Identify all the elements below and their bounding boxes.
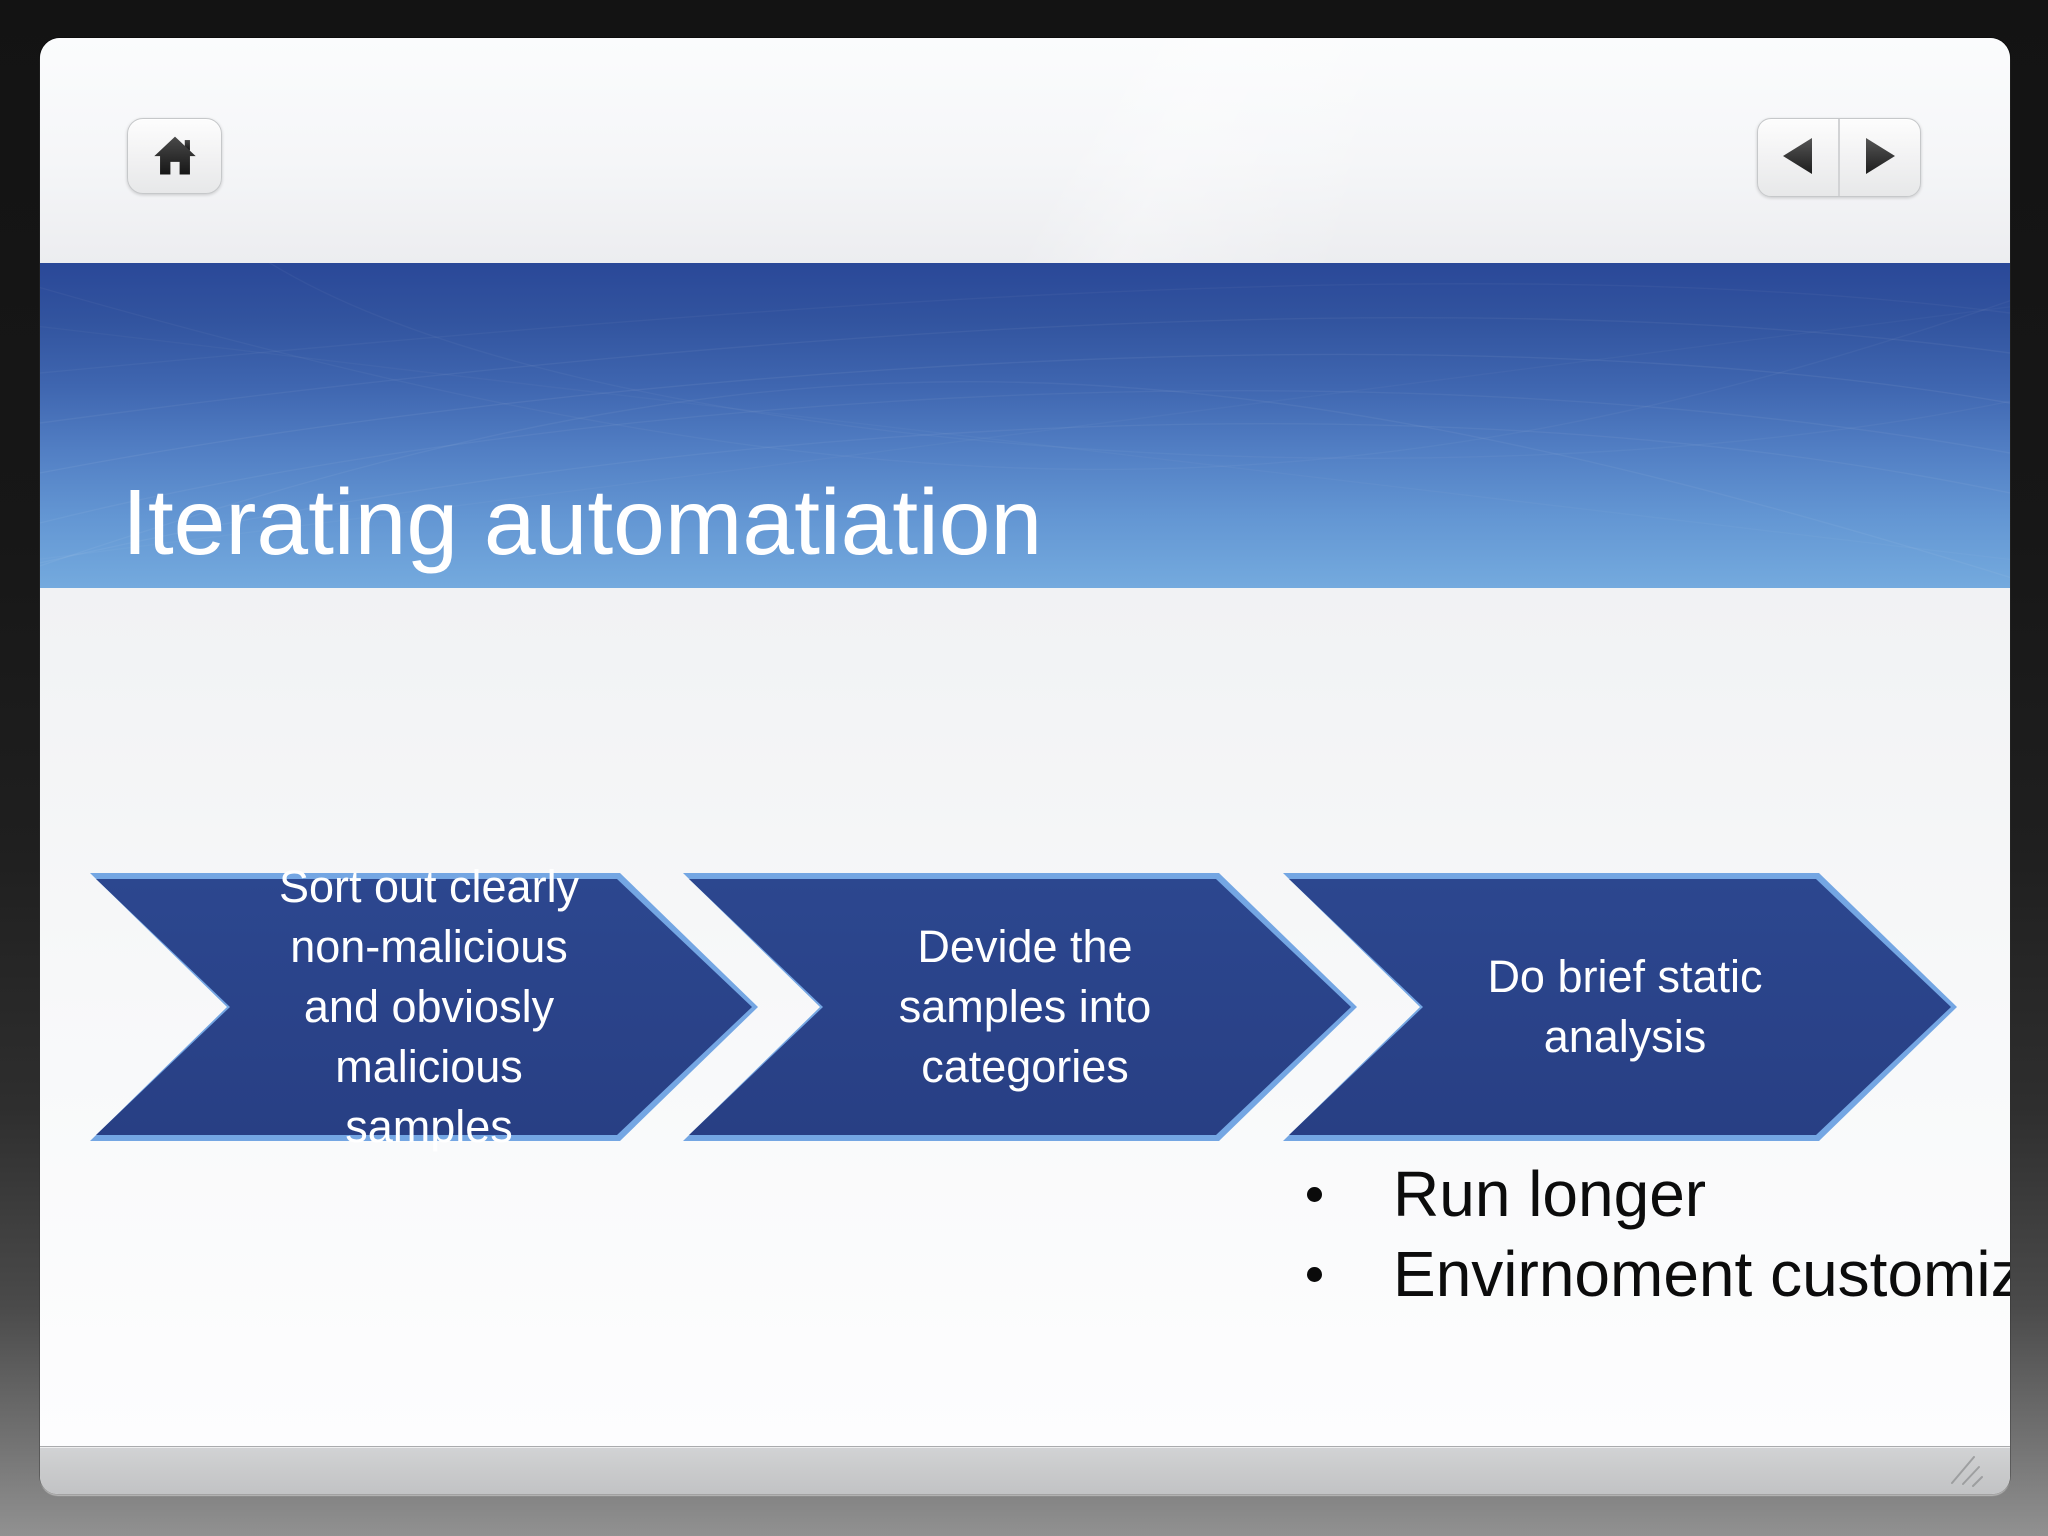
process-step-3: Do brief static analysis [1283, 873, 1957, 1141]
process-step-1: Sort out clearly non-malicious and obvio… [90, 861, 758, 1152]
list-item: Envirnoment customization [1307, 1234, 2010, 1314]
player-toolbar [40, 38, 2010, 263]
bullet-dot [1307, 1266, 1322, 1282]
bullet-text: Run longer [1393, 1158, 1707, 1230]
process-step-2: Devide the samples into categories [683, 873, 1357, 1141]
next-slide-button[interactable] [1838, 119, 1920, 196]
title-banner: Iterating automatiation [40, 263, 2010, 588]
slide-content: Sort out clearly non-malicious and obvio… [40, 588, 2010, 1447]
process-step-2-label: Devide the samples into categories [898, 921, 1152, 1092]
slide-nav-group [1757, 118, 1921, 197]
banner-mesh-decoration [40, 263, 2010, 579]
bullet-dot [1307, 1186, 1322, 1202]
slide-window: Iterating automatiation Sort out clearly… [40, 38, 2010, 1494]
bullet-list: Run longer Envirnoment customization [1307, 1154, 2010, 1314]
home-button[interactable] [127, 118, 222, 194]
triangle-left-icon [1779, 135, 1817, 180]
slide-title: Iterating automatiation [122, 469, 1043, 574]
player-footer-bar [40, 1446, 2010, 1494]
process-step-1-label: Sort out clearly non-malicious and obvio… [278, 861, 580, 1152]
process-step-3-label: Do brief static analysis [1487, 951, 1763, 1062]
resize-grip-icon [1951, 1456, 1983, 1487]
list-item: Run longer [1307, 1154, 2010, 1234]
bullet-text: Envirnoment customization [1393, 1238, 2010, 1310]
previous-slide-button[interactable] [1758, 119, 1838, 196]
triangle-right-icon [1861, 135, 1899, 180]
home-icon [152, 134, 198, 179]
